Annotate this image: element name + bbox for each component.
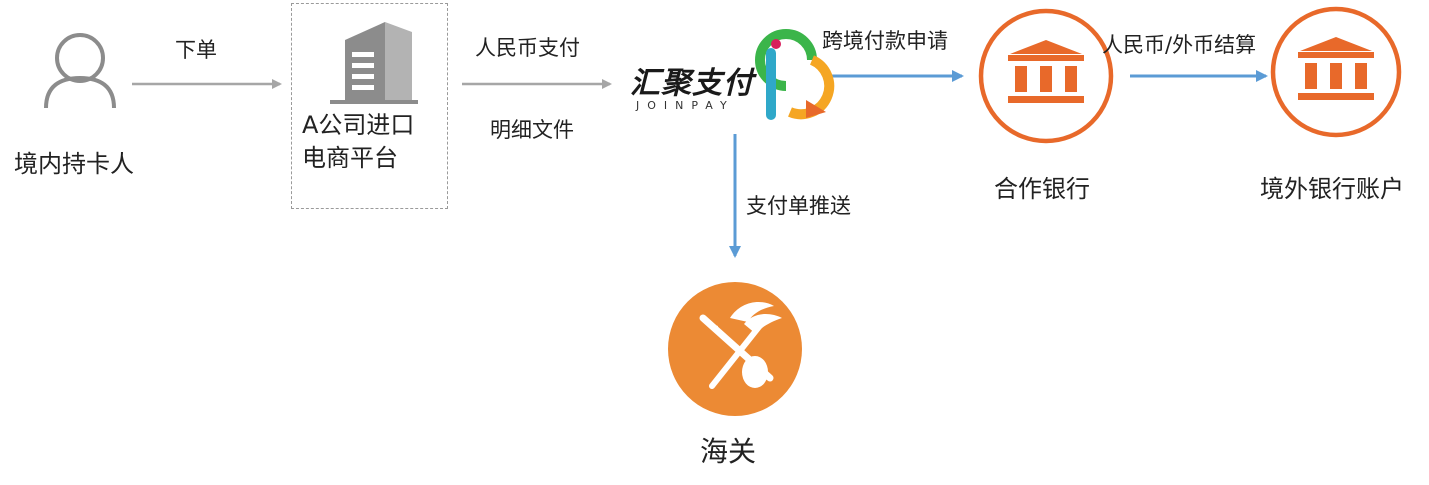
joinpay-logo-cn: 汇聚支付 <box>630 66 754 101</box>
edge-label-order: 下单 <box>175 38 217 62</box>
person-icon <box>44 33 116 109</box>
bank-icon <box>1270 6 1402 138</box>
building-icon <box>330 22 418 104</box>
edge-label-rmb-payment: 人民币支付 <box>475 36 580 60</box>
company-label-line1: A公司进口 <box>302 111 415 139</box>
customer-label: 境内持卡人 <box>14 150 134 178</box>
company-label: A公司进口 电商平台 <box>302 109 414 175</box>
edge-label-cross-border-request: 跨境付款申请 <box>822 29 948 53</box>
customs-emblem-icon <box>668 282 802 416</box>
edge-label-push-payment: 支付单推送 <box>746 194 851 218</box>
partner-bank-label: 合作银行 <box>994 175 1090 203</box>
company-label-line2: 电商平台 <box>302 144 398 172</box>
company-node-frame <box>291 3 448 209</box>
joinpay-p-icon <box>755 29 835 120</box>
customs-label: 海关 <box>700 435 757 468</box>
edge-label-detail-file: 明细文件 <box>490 118 574 142</box>
overseas-account-label: 境外银行账户 <box>1260 175 1404 203</box>
edge-label-settlement: 人民币/外币结算 <box>1102 33 1257 57</box>
bank-icon <box>978 8 1114 144</box>
joinpay-logo-en: JOINPAY <box>636 99 735 112</box>
